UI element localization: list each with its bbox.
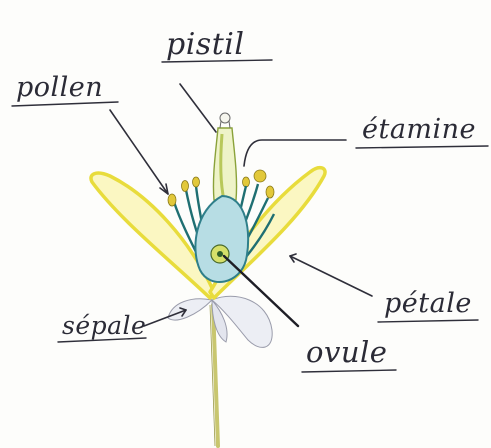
sepal-left	[168, 299, 212, 320]
pistil	[213, 113, 236, 200]
label-petale-underline	[378, 320, 478, 322]
sepals	[168, 296, 272, 347]
anther	[193, 177, 200, 187]
anther	[266, 186, 274, 198]
etamine-pointer	[244, 140, 346, 166]
label-ovule: ovule	[306, 335, 387, 369]
anther	[254, 170, 266, 182]
label-pollen: pollen	[16, 72, 103, 103]
ovary-body	[195, 196, 248, 282]
label-petale: pétale	[384, 288, 472, 319]
petale-pointer	[290, 256, 372, 296]
anther	[182, 181, 189, 192]
label-etamine: étamine	[362, 114, 476, 145]
ovule-core	[217, 251, 223, 257]
label-etamine-underline	[356, 146, 488, 148]
label-pistil: pistil	[166, 27, 244, 62]
pistil-pointer	[180, 84, 216, 132]
label-sepale: sépale	[62, 311, 146, 340]
anther	[243, 177, 250, 187]
pistil-style	[213, 128, 236, 200]
stigma	[220, 113, 230, 123]
ovary	[195, 196, 248, 282]
anther	[168, 194, 176, 206]
label-ovule-underline	[302, 370, 396, 372]
